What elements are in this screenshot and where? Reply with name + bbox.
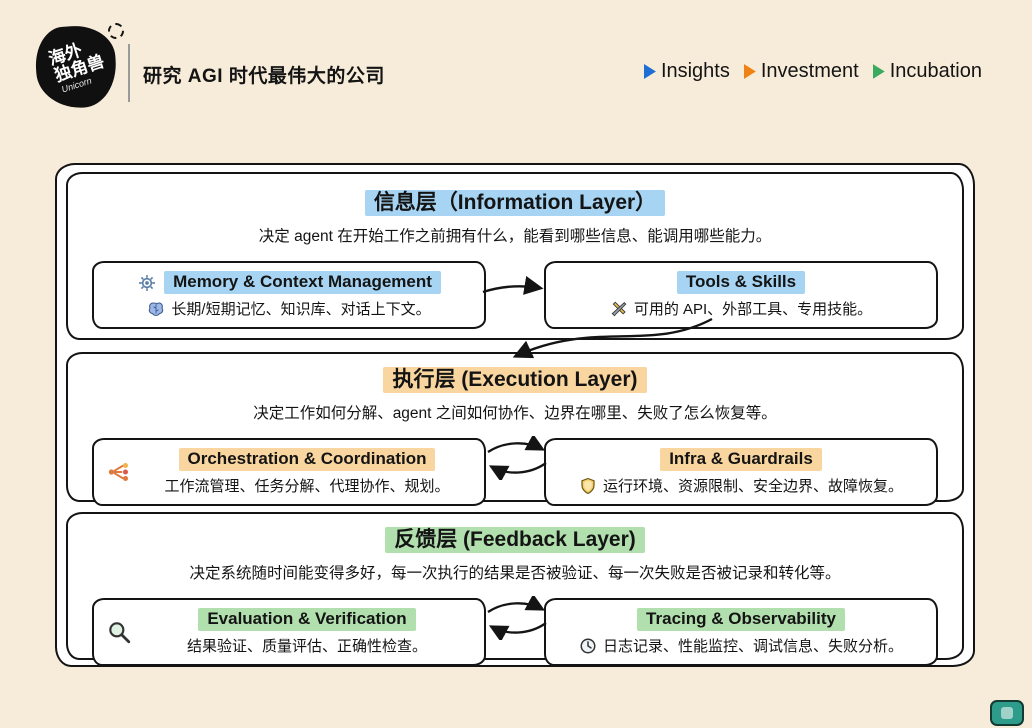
triangle-bullet-icon xyxy=(743,64,756,79)
evaluation-title-row: Evaluation & Verification xyxy=(138,608,476,631)
shield-icon xyxy=(581,477,595,494)
arrow-down-curve-icon xyxy=(512,317,713,359)
arrow-right-icon xyxy=(482,276,544,295)
tracing-desc-row: 日志记录、性能监控、调试信息、失败分析。 xyxy=(554,635,928,656)
triangle-bullet-icon xyxy=(872,64,885,79)
clock-icon xyxy=(580,638,596,653)
memory-context-title: Memory & Context Management xyxy=(164,271,441,294)
tools-skills-box: Tools & Skills 可用的 API、外部工具、专用技能。 xyxy=(544,261,938,329)
infra-guardrails-title: Infra & Guardrails xyxy=(660,448,822,471)
information-boxes-row: Memory & Context Management 长期/短期记忆、知识库、… xyxy=(68,261,962,329)
layer-title-feedback: 反馈层 (Feedback Layer) xyxy=(68,514,962,553)
brain-icon xyxy=(149,301,164,316)
gear-accent-icon xyxy=(108,23,124,39)
nav-item-incubation: Incubation xyxy=(872,60,982,83)
tagline: 研究 AGI 时代最伟大的公司 xyxy=(143,66,385,87)
tracing-box: Tracing & Observability 日志记录、性能监控、调试信息、失… xyxy=(544,598,938,666)
tracing-title: Tracing & Observability xyxy=(637,608,845,631)
tools-skills-title: Tools & Skills xyxy=(676,271,806,294)
layer-title-execution: 执行层 (Execution Layer) xyxy=(68,354,962,393)
watermark-badge xyxy=(990,700,1024,726)
memory-context-desc-row: 长期/短期记忆、知识库、对话上下文。 xyxy=(102,298,476,319)
evaluation-title: Evaluation & Verification xyxy=(198,608,416,631)
header-nav: Insights Investment Incubation xyxy=(643,60,982,83)
orchestration-desc-row: 工作流管理、任务分解、代理协作、规划。 xyxy=(138,475,476,496)
tracing-title-row: Tracing & Observability xyxy=(554,608,928,631)
layer-card-information: 信息层（Information Layer） 决定 agent 在开始工作之前拥… xyxy=(66,172,964,340)
infra-guardrails-title-row: Infra & Guardrails xyxy=(554,448,928,471)
infra-guardrails-desc-row: 运行环境、资源限制、安全边界、故障恢复。 xyxy=(554,475,928,496)
infra-guardrails-box: Infra & Guardrails 运行环境、资源限制、安全边界、故障恢复。 xyxy=(544,438,938,506)
cycle-arrows-icon xyxy=(487,436,547,480)
nav-item-insights: Insights xyxy=(643,60,730,83)
tracing-desc: 日志记录、性能监控、调试信息、失败分析。 xyxy=(602,638,903,655)
nav-item-investment: Investment xyxy=(743,60,859,83)
layer-card-execution: 执行层 (Execution Layer) 决定工作如何分解、agent 之间如… xyxy=(66,352,964,506)
magnifier-icon xyxy=(109,622,131,644)
orchestration-title-row: Orchestration & Coordination xyxy=(138,448,476,471)
memory-context-title-row: Memory & Context Management xyxy=(102,271,476,294)
orchestration-icon xyxy=(108,463,128,481)
nav-label: Incubation xyxy=(889,60,982,82)
triangle-bullet-icon xyxy=(643,64,656,79)
brand-logo-block: 海外 独角兽 Unicorn xyxy=(33,23,119,111)
layer-title-information: 信息层（Information Layer） xyxy=(68,174,962,216)
tools-icon xyxy=(611,301,627,316)
orchestration-title: Orchestration & Coordination xyxy=(178,448,436,471)
execution-boxes-row: Orchestration & Coordination 工作流管理、任务分解、… xyxy=(68,438,962,506)
diagram-container: 信息层（Information Layer） 决定 agent 在开始工作之前拥… xyxy=(55,163,975,667)
layer-card-feedback: 反馈层 (Feedback Layer) 决定系统随时间能变得多好，每一次执行的… xyxy=(66,512,964,666)
orchestration-desc: 工作流管理、任务分解、代理协作、规划。 xyxy=(164,478,450,495)
layer-subtitle-feedback: 决定系统随时间能变得多好，每一次执行的结果是否被验证、每一次失败是否被记录和转化… xyxy=(189,565,841,582)
cycle-arrows-icon xyxy=(487,596,547,640)
infra-guardrails-desc: 运行环境、资源限制、安全边界、故障恢复。 xyxy=(602,478,903,495)
feedback-boxes-row: Evaluation & Verification 结果验证、质量评估、正确性检… xyxy=(68,598,962,666)
orchestration-box: Orchestration & Coordination 工作流管理、任务分解、… xyxy=(92,438,486,506)
header-divider xyxy=(128,44,130,102)
tools-skills-desc: 可用的 API、外部工具、专用技能。 xyxy=(633,301,873,318)
nav-label: Insights xyxy=(660,60,730,82)
layer-subtitle-execution: 决定工作如何分解、agent 之间如何协作、边界在哪里、失败了怎么恢复等。 xyxy=(253,405,777,422)
memory-context-box: Memory & Context Management 长期/短期记忆、知识库、… xyxy=(92,261,486,329)
evaluation-desc: 结果验证、质量评估、正确性检查。 xyxy=(186,638,427,655)
evaluation-box: Evaluation & Verification 结果验证、质量评估、正确性检… xyxy=(92,598,486,666)
memory-context-desc: 长期/短期记忆、知识库、对话上下文。 xyxy=(171,301,431,318)
layer-subtitle-information: 决定 agent 在开始工作之前拥有什么，能看到哪些信息、能调用哪些能力。 xyxy=(258,228,772,245)
tools-skills-desc-row: 可用的 API、外部工具、专用技能。 xyxy=(554,298,928,319)
watermark-glyph xyxy=(1001,707,1013,719)
nav-label: Investment xyxy=(760,60,859,82)
tools-skills-title-row: Tools & Skills xyxy=(554,271,928,294)
brand-logo: 海外 独角兽 Unicorn xyxy=(33,23,126,114)
gear-icon xyxy=(139,274,155,291)
evaluation-desc-row: 结果验证、质量评估、正确性检查。 xyxy=(138,635,476,656)
